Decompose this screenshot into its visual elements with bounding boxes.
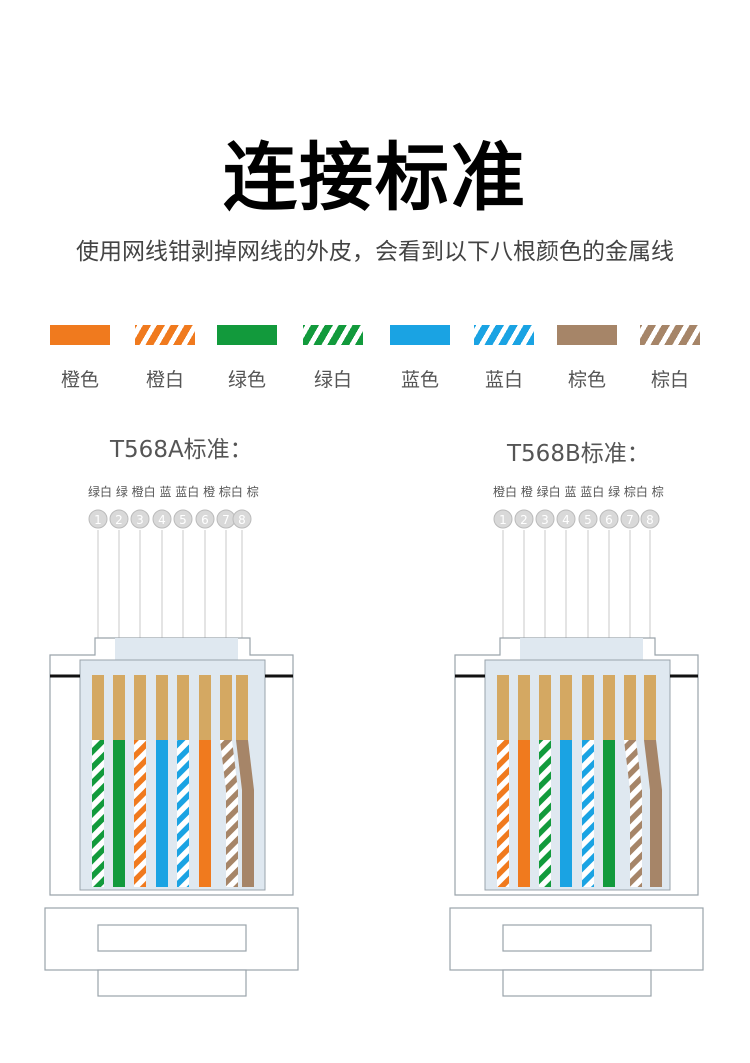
- wire: [156, 740, 168, 887]
- gold-contact: [220, 675, 232, 740]
- legend-swatch-blue: [390, 325, 450, 345]
- color-legend: 橙色 橙白 绿色 绿白 蓝色 蓝白 棕色 棕白: [0, 325, 750, 405]
- pin-number: 4: [158, 513, 166, 527]
- pin-number-circle: [173, 509, 193, 529]
- page-title: 连接标准: [223, 135, 527, 221]
- plug-cable-boot: [97, 969, 247, 997]
- pin-number-circle: [599, 509, 619, 529]
- legend-swatch-green: [217, 325, 277, 345]
- pin-number: 8: [646, 513, 654, 527]
- gold-contact: [156, 675, 168, 740]
- pin-number-circle: [493, 509, 513, 529]
- gold-contact: [539, 675, 551, 740]
- wire: [220, 740, 238, 887]
- wire: [497, 740, 509, 887]
- pin-number: 2: [115, 513, 123, 527]
- legend-label: 蓝白: [484, 369, 523, 391]
- legend-swatch-blue-white: [474, 325, 534, 345]
- plug-housing-slot: [97, 924, 247, 952]
- legend-swatch-orange: [50, 325, 110, 345]
- gold-contact: [177, 675, 189, 740]
- t568a-title: T568A标准：: [110, 437, 253, 463]
- gold-contact: [199, 675, 211, 740]
- legend-label: 棕色: [567, 369, 606, 391]
- wire: [236, 740, 254, 887]
- wire: [539, 740, 551, 887]
- pin-number-circle: [514, 509, 534, 529]
- legend-label: 绿白: [313, 369, 352, 391]
- legend-label: 橙色: [60, 369, 99, 391]
- gold-contact: [560, 675, 572, 740]
- pin-number: 6: [605, 513, 613, 527]
- wire: [624, 740, 642, 887]
- pin-number-circle: [152, 509, 172, 529]
- pin-number: 2: [520, 513, 528, 527]
- legend-swatch-brown-white: [640, 325, 700, 345]
- pin-number: 1: [499, 513, 507, 527]
- pin-number-circle: [130, 509, 150, 529]
- legend-label: 绿色: [227, 369, 266, 391]
- gold-contact: [134, 675, 146, 740]
- gold-contact: [92, 675, 104, 740]
- gold-contact: [624, 675, 636, 740]
- wire-order-labels: 绿白 绿 橙白 蓝 蓝白 橙 棕白 棕: [88, 484, 259, 499]
- gold-contact: [603, 675, 615, 740]
- pin-number-circle: [640, 509, 660, 529]
- legend-label: 蓝色: [400, 369, 439, 391]
- gold-contact: [113, 675, 125, 740]
- wire: [199, 740, 211, 887]
- wire: [113, 740, 125, 887]
- gold-contact: [518, 675, 530, 740]
- pin-number-circle: [109, 509, 129, 529]
- wire: [644, 740, 662, 887]
- pin-number-circle: [195, 509, 215, 529]
- pin-number: 4: [562, 513, 570, 527]
- plug-latch: [520, 638, 643, 660]
- gold-contact: [236, 675, 248, 740]
- pin-number-circle: [232, 509, 252, 529]
- page-subtitle: 使用网线钳剥掉网线的外皮，会看到以下八根颜色的金属线: [76, 239, 674, 265]
- legend-swatch-brown: [557, 325, 617, 345]
- gold-contact: [644, 675, 656, 740]
- legend-label: 橙白: [145, 369, 184, 391]
- wire: [177, 740, 189, 887]
- legend-swatch-green-white: [303, 325, 363, 345]
- pin-number-circle: [535, 509, 555, 529]
- pin-number: 7: [222, 513, 230, 527]
- pin-number-circle: [578, 509, 598, 529]
- wire: [92, 740, 104, 887]
- wire: [560, 740, 572, 887]
- pin-number-circle: [620, 509, 640, 529]
- wire: [603, 740, 615, 887]
- plug-cable-boot: [502, 969, 652, 997]
- wire-order-labels: 橙白 橙 绿白 蓝 蓝白 绿 棕白 棕: [493, 484, 664, 499]
- t568b-title: T568B标准：: [507, 441, 650, 467]
- wire: [518, 740, 530, 887]
- pin-number: 1: [94, 513, 102, 527]
- pin-number: 6: [201, 513, 209, 527]
- pin-number: 3: [136, 513, 144, 527]
- wire: [134, 740, 146, 887]
- legend-label: 棕白: [650, 369, 689, 391]
- pin-number: 7: [626, 513, 634, 527]
- wire: [582, 740, 594, 887]
- gold-contact: [582, 675, 594, 740]
- plug-housing-slot: [502, 924, 652, 952]
- legend-swatch-orange-white: [135, 325, 195, 345]
- plug-latch: [115, 638, 238, 660]
- pin-number-circle: [556, 509, 576, 529]
- pin-number: 5: [584, 513, 592, 527]
- pin-number: 3: [541, 513, 549, 527]
- pin-number-circle: [88, 509, 108, 529]
- pin-number: 8: [238, 513, 246, 527]
- plug-inner: [484, 659, 671, 891]
- pin-number: 5: [179, 513, 187, 527]
- gold-contact: [497, 675, 509, 740]
